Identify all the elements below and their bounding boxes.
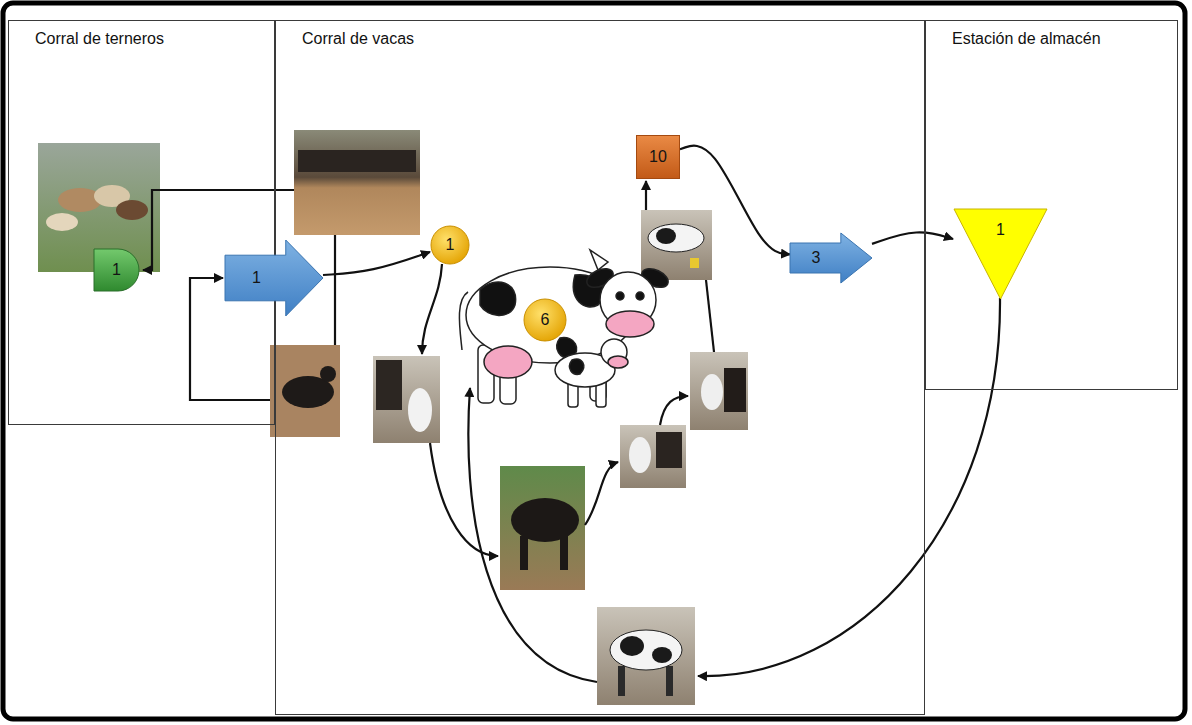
cow-horn: [590, 250, 608, 270]
flow-connector: [323, 252, 430, 275]
circle-shape: [524, 299, 566, 341]
photo-ground: [270, 345, 340, 437]
transport-arrow-outline: [225, 240, 323, 316]
calf-figure: [46, 213, 78, 231]
cow-udder: [484, 346, 532, 378]
calf-figure: [116, 200, 148, 220]
cow-muzzle: [606, 311, 654, 337]
flow-line: [468, 388, 597, 682]
bucket: [690, 258, 699, 268]
region-panel: Estación de almacén 1: [925, 20, 1178, 390]
symbol-number: 1: [112, 261, 121, 279]
cow-figure: [376, 360, 402, 410]
photo-ground: [373, 356, 440, 443]
cow-figure: [560, 536, 568, 570]
cow-cartoon: [459, 250, 671, 407]
delay-shape: [94, 249, 139, 291]
cow-figure: [618, 666, 625, 696]
transport-arrow: 1: [225, 240, 323, 316]
flow-line: [422, 264, 442, 354]
photo-ground: [690, 352, 748, 430]
triangle-shape: [954, 209, 1047, 299]
cow-photo: [500, 466, 585, 590]
operation-circle: 1: [430, 225, 470, 265]
operation-circle: 6: [523, 298, 567, 342]
flow-line: [430, 443, 498, 556]
person-figure: [408, 388, 432, 432]
storage-triangle: 1: [953, 208, 1048, 300]
symbol-number: 6: [541, 311, 550, 329]
symbol-number: 3: [812, 249, 821, 267]
transport-arrow-outline: [790, 233, 872, 283]
milking-photo: [690, 352, 748, 430]
cow-spot: [480, 282, 516, 315]
photo-ground: [597, 607, 695, 705]
cow-figure: [648, 224, 704, 252]
symbol-number: 1: [252, 269, 261, 287]
transport-arrow: 3: [790, 233, 872, 283]
cow-figure: [724, 368, 746, 412]
symbol-number: 10: [649, 148, 667, 166]
flow-line: [660, 396, 688, 425]
region-panel: Corral de vacas 1 6 10 3: [275, 20, 925, 715]
cow-eye: [616, 292, 624, 300]
milking-photo: [373, 356, 440, 443]
cow-figure: [520, 536, 528, 570]
region-heading: Corral de vacas: [276, 21, 414, 48]
flow-line: [706, 280, 714, 352]
inspection-square: 10: [636, 135, 680, 179]
cow-spot: [656, 228, 676, 244]
cow-spot: [652, 647, 672, 663]
photo-ground: [620, 425, 686, 488]
flow-line: [585, 462, 618, 525]
cow-photo: [270, 345, 340, 437]
flow-connector: [680, 146, 790, 255]
symbol-number: 1: [446, 236, 455, 254]
symbol-number: 1: [996, 221, 1005, 239]
calf-muzzle: [608, 356, 628, 368]
flow-line: [334, 235, 336, 345]
region-heading: Corral de terneros: [9, 21, 164, 48]
circle-shape: [431, 226, 469, 264]
outer-frame: [3, 3, 1185, 719]
square-shape: [637, 136, 680, 179]
region-panel: Corral de terneros 1: [8, 20, 275, 425]
photo-ground: [500, 466, 585, 590]
cow-herd: [298, 150, 416, 172]
person-figure: [701, 374, 723, 410]
corral-photo: [294, 130, 420, 235]
cow-figure: [320, 366, 336, 382]
flow-line: [645, 181, 647, 210]
arrow-shape: [790, 233, 872, 283]
cow-figure: [656, 432, 682, 468]
arrow-shape: [225, 240, 323, 316]
cow-figure: [666, 666, 673, 696]
photo-ground: [294, 130, 420, 235]
cow-figure: [610, 630, 682, 670]
milking-photo: [620, 425, 686, 488]
cow-photo: [597, 607, 695, 705]
flow-connector: [872, 232, 953, 243]
delay-symbol: 1: [93, 248, 140, 292]
region-heading: Estación de almacén: [926, 21, 1101, 48]
person-figure: [629, 437, 651, 473]
cow-spot: [620, 636, 644, 656]
cow-eye: [636, 292, 644, 300]
cow-figure: [511, 498, 579, 542]
calf-spot: [570, 359, 584, 374]
flow-line: [698, 298, 1000, 676]
